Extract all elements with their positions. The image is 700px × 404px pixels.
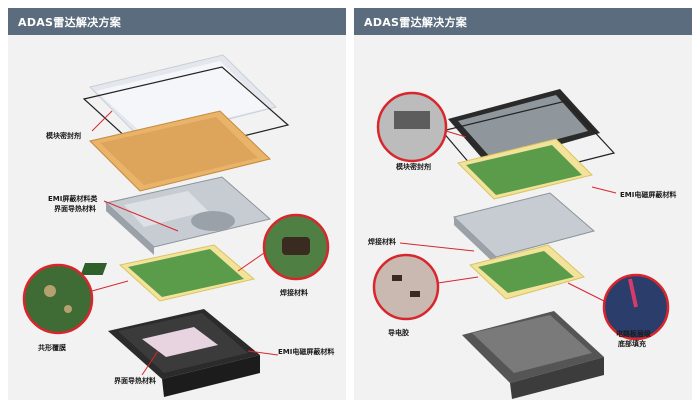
label-thermal: 界面导热材料 bbox=[114, 377, 156, 385]
right-panel-header: ADAS雷达解决方案 bbox=[354, 8, 692, 35]
label-emi-material: EMI电磁屏蔽材料 bbox=[278, 348, 335, 356]
label-seal: 模块密封剂 bbox=[46, 132, 81, 140]
top-pcb-layer bbox=[457, 138, 593, 200]
label-seal: 模块密封剂 bbox=[396, 163, 431, 171]
thermal-leader bbox=[141, 350, 159, 376]
solder-callout-circle bbox=[237, 213, 330, 281]
left-panel-header: ADAS雷达解决方案 bbox=[8, 8, 346, 35]
right-panel: ADAS雷达解决方案 bbox=[354, 8, 692, 400]
emi-material-leader bbox=[247, 350, 279, 356]
seal-leader bbox=[91, 110, 113, 132]
housing-layer bbox=[108, 309, 260, 397]
conformal-callout-circle bbox=[22, 263, 129, 335]
left-exploded-view bbox=[22, 54, 330, 397]
emi-leader bbox=[103, 200, 179, 232]
label-underfill-a: 电路板层级 bbox=[616, 330, 651, 338]
label-solder: 焊接材料 bbox=[280, 289, 308, 297]
seal-callout-circle bbox=[376, 91, 467, 163]
left-panel-title: ADAS雷达解决方案 bbox=[18, 16, 122, 29]
bottom-housing-layer bbox=[462, 311, 604, 399]
pcb-layer bbox=[80, 244, 256, 302]
label-solder: 焊接材料 bbox=[368, 238, 396, 246]
antenna-board-layer bbox=[89, 110, 272, 192]
label-conductive: 导电胶 bbox=[388, 329, 409, 337]
label-emi-shield-b: 界面导热材料 bbox=[54, 205, 96, 213]
conductive-callout-circle bbox=[372, 253, 479, 321]
emi-material-leader bbox=[591, 186, 617, 194]
metal-plate-layer bbox=[452, 192, 596, 265]
label-emi-material: EMI电磁屏蔽材料 bbox=[620, 191, 677, 199]
lower-pcb-layer bbox=[468, 244, 586, 300]
right-exploded-view bbox=[372, 89, 670, 399]
right-panel-title: ADAS雷达解决方案 bbox=[364, 16, 468, 29]
label-emi-shield-a: EMI屏蔽材料类 bbox=[48, 195, 98, 203]
label-underfill-b: 底部填充 bbox=[618, 340, 646, 348]
left-panel: ADAS雷达解决方案 bbox=[8, 8, 346, 400]
label-conformal: 共形覆膜 bbox=[38, 344, 66, 352]
solder-leader bbox=[399, 242, 475, 252]
underfill-callout-circle bbox=[567, 273, 670, 341]
metal-shield-layer bbox=[104, 176, 272, 255]
